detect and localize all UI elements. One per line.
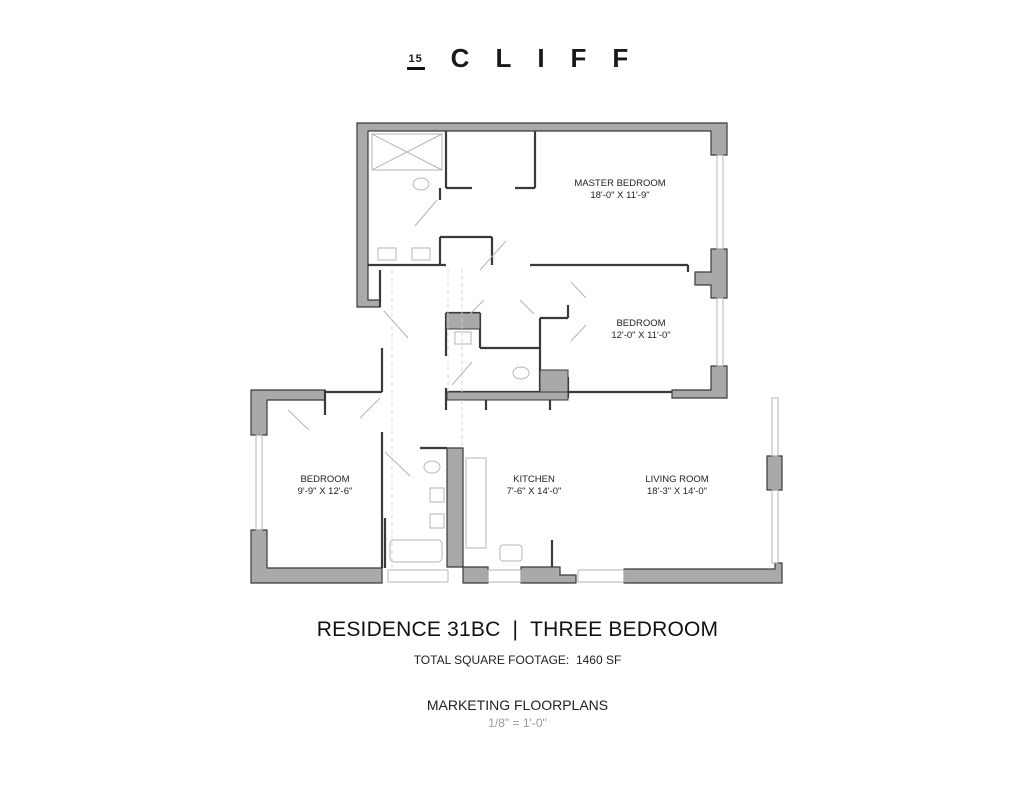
ceiling-lines	[391, 269, 463, 568]
residence-unit: RESIDENCE 31BC	[316, 618, 501, 641]
room-dimensions: 12'-0" X 11'-0"	[611, 330, 671, 341]
room-dimensions: 18'-0" X 11'-9"	[590, 190, 650, 201]
square-footage-label: TOTAL SQUARE FOOTAGE:	[413, 653, 570, 667]
room-label-bedroom-3: BEDROOM 9'-9" X 12'-6"	[298, 474, 353, 498]
room-label-bedroom-2: BEDROOM 12'-0" X 11'-0"	[611, 318, 670, 342]
brand-logo: 15 CLIFF	[0, 43, 1035, 76]
brand-name: CLIFF	[450, 43, 655, 73]
room-name: KITCHEN	[513, 474, 555, 485]
room-label-kitchen: KITCHEN 7'-6" X 14'-0"	[507, 474, 562, 498]
room-dimensions: 7'-6" X 14'-0"	[506, 486, 562, 497]
room-name: LIVING ROOM	[645, 474, 709, 485]
room-label-living-room: LIVING ROOM 18'-3" X 14'-0"	[645, 474, 708, 498]
marketing-label: MARKETING FLOORPLANS	[426, 697, 609, 713]
room-label-master-bedroom: MASTER BEDROOM 18'-0" X 11'-9"	[574, 178, 665, 202]
residence-type: THREE BEDROOM	[530, 618, 719, 641]
square-footage-value: 1460 SF	[575, 653, 622, 667]
room-dimensions: 9'-9" X 12'-6"	[297, 486, 353, 497]
partition-fills	[445, 312, 569, 401]
residence-title: RESIDENCE 31BC | THREE BEDROOM	[0, 618, 1035, 642]
exterior-walls	[250, 122, 783, 584]
brand-number: 15	[406, 54, 425, 70]
room-name: BEDROOM	[300, 474, 350, 485]
square-footage: TOTAL SQUARE FOOTAGE: 1460 SF	[0, 653, 1035, 667]
title-separator: |	[512, 618, 519, 641]
fixtures	[255, 133, 779, 583]
room-name: BEDROOM	[616, 318, 666, 329]
brand-underline	[406, 67, 425, 70]
drawing-scale: 1/8" = 1'-0"	[488, 716, 547, 730]
room-name: MASTER BEDROOM	[574, 178, 666, 189]
room-dimensions: 18'-3" X 14'-0"	[646, 486, 707, 497]
